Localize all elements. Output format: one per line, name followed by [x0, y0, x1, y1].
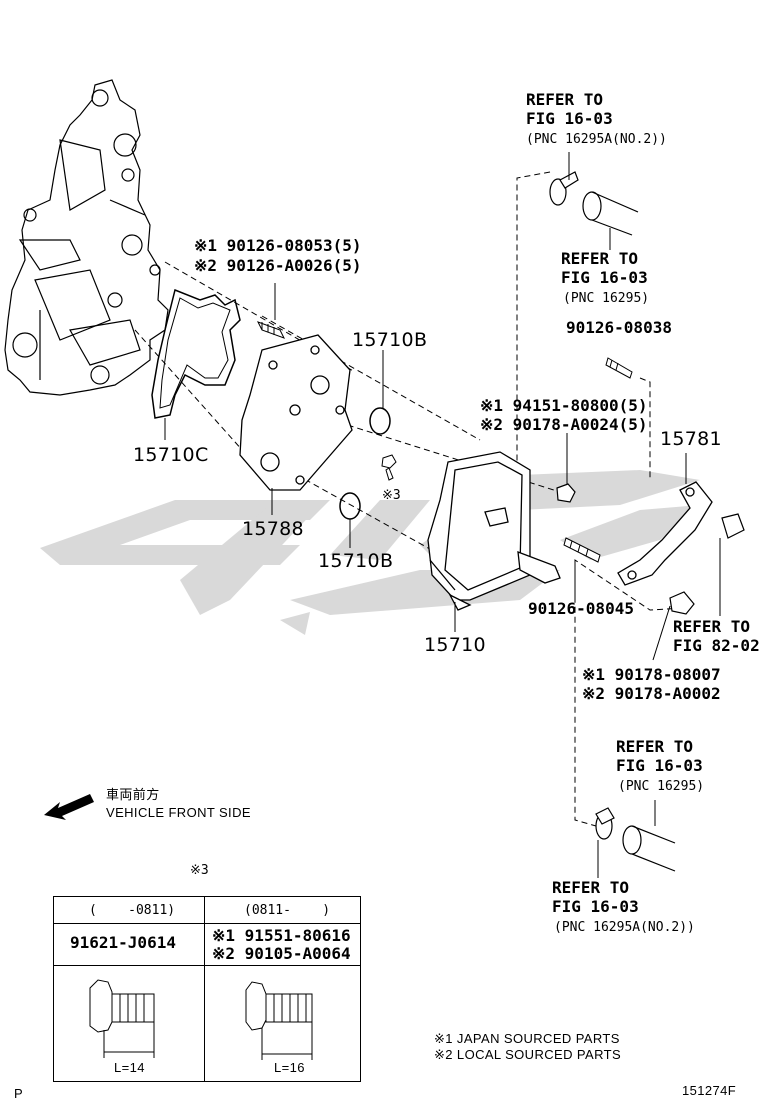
label-refer-bottom-1: REFER TO	[552, 878, 630, 897]
solid-leaders	[164, 152, 721, 878]
label-15788: 15788	[242, 518, 304, 540]
collar-bushing[interactable]	[721, 513, 745, 539]
hose-bottom	[622, 825, 676, 872]
oil-cooler-15710[interactable]	[427, 451, 561, 611]
arrow-left-down-icon	[44, 794, 94, 820]
label-nut-b-2: ※2 90178-A0002	[582, 684, 721, 703]
label-15781: 15781	[660, 428, 722, 450]
table-col1-part: 91621-J0614	[70, 933, 176, 952]
gasket-15710C[interactable]	[151, 288, 241, 419]
label-15710B-bottom: 15710B	[318, 550, 394, 572]
table-col2-part-2: ※2 90105-A0064	[212, 944, 351, 963]
stud-bolt-upper[interactable]	[256, 321, 286, 339]
hose-top	[582, 191, 639, 236]
table-title-x3: ※3	[190, 863, 209, 878]
table-col1-header: ( -0811)	[89, 903, 176, 918]
label-refer-bottom-3: (PNC 16295A(NO.2))	[554, 920, 695, 935]
footnote-local: ※2 LOCAL SOURCED PARTS	[434, 1047, 622, 1062]
vehicle-front-en: VEHICLE FRONT SIDE	[106, 805, 251, 820]
label-nut-a-1: ※1 94151-80800(5)	[480, 396, 648, 415]
stud-90126-08038[interactable]	[605, 357, 633, 379]
label-refer-top-2: FIG 16-03	[526, 109, 613, 128]
label-refer-hose-top-1: REFER TO	[561, 249, 639, 268]
label-bolt-a-2: ※2 90126-A0026(5)	[194, 256, 362, 275]
bolt-illustration-l16	[245, 981, 313, 1060]
label-refer-hose-bottom-2: FIG 16-03	[616, 756, 703, 775]
nut-upper[interactable]	[556, 483, 576, 503]
label-refer-hose-bottom-3: (PNC 16295)	[618, 779, 705, 794]
label-refer-82-2: FIG 82-02	[673, 636, 760, 655]
label-90126-08038: 90126-08038	[566, 318, 672, 337]
o-ring-15710B-upper[interactable]	[369, 407, 391, 435]
label-nut-b-1: ※1 90178-08007	[582, 665, 721, 684]
table-col2-header: (0811- )	[244, 903, 331, 918]
corner-letter: P	[14, 1086, 24, 1101]
bracket-15781[interactable]	[617, 481, 713, 586]
hose-clamp-bottom[interactable]	[595, 807, 615, 840]
engine-block-drawing	[4, 79, 169, 396]
label-nut-a-2: ※2 90178-A0024(5)	[480, 415, 648, 434]
label-refer-top-1: REFER TO	[526, 90, 604, 109]
label-refer-hose-top-2: FIG 16-03	[561, 268, 648, 287]
brand-watermark-logo	[40, 470, 700, 635]
label-refer-82-1: REFER TO	[673, 617, 751, 636]
o-ring-15710B-lower[interactable]	[339, 492, 361, 520]
label-refer-top-3: (PNC 16295A(NO.2))	[526, 132, 667, 147]
hose-clamp-top[interactable]	[549, 171, 579, 206]
table-col2-part-1: ※1 91551-80616	[212, 926, 351, 945]
table-col1-length: L=14	[114, 1060, 145, 1075]
bolt-variant-table: ( -0811) (0811- ) 91621-J0614 ※1 91551-8…	[53, 896, 361, 1082]
footnote-japan: ※1 JAPAN SOURCED PARTS	[434, 1031, 620, 1046]
figure-code: 151274F	[682, 1083, 737, 1098]
label-refer-hose-bottom-1: REFER TO	[616, 737, 694, 756]
label-refer-hose-top-3: (PNC 16295)	[563, 291, 650, 306]
label-x3-small: ※3	[382, 488, 401, 503]
label-15710C: 15710C	[133, 444, 209, 466]
label-refer-bottom-2: FIG 16-03	[552, 897, 639, 916]
bolt-x3[interactable]	[381, 454, 397, 481]
nut-lower[interactable]	[669, 591, 695, 615]
stud-90126-08045[interactable]	[563, 537, 601, 563]
label-90126-08045: 90126-08045	[528, 599, 634, 618]
label-bolt-a-1: ※1 90126-08053(5)	[194, 236, 362, 255]
label-15710: 15710	[424, 634, 486, 656]
label-15710B-top: 15710B	[352, 329, 428, 351]
bolt-illustration-l14	[89, 979, 155, 1058]
cover-plate-15788[interactable]	[239, 334, 353, 491]
vehicle-front-jp: 車両前方	[106, 787, 160, 802]
table-col2-length: L=16	[274, 1060, 305, 1075]
